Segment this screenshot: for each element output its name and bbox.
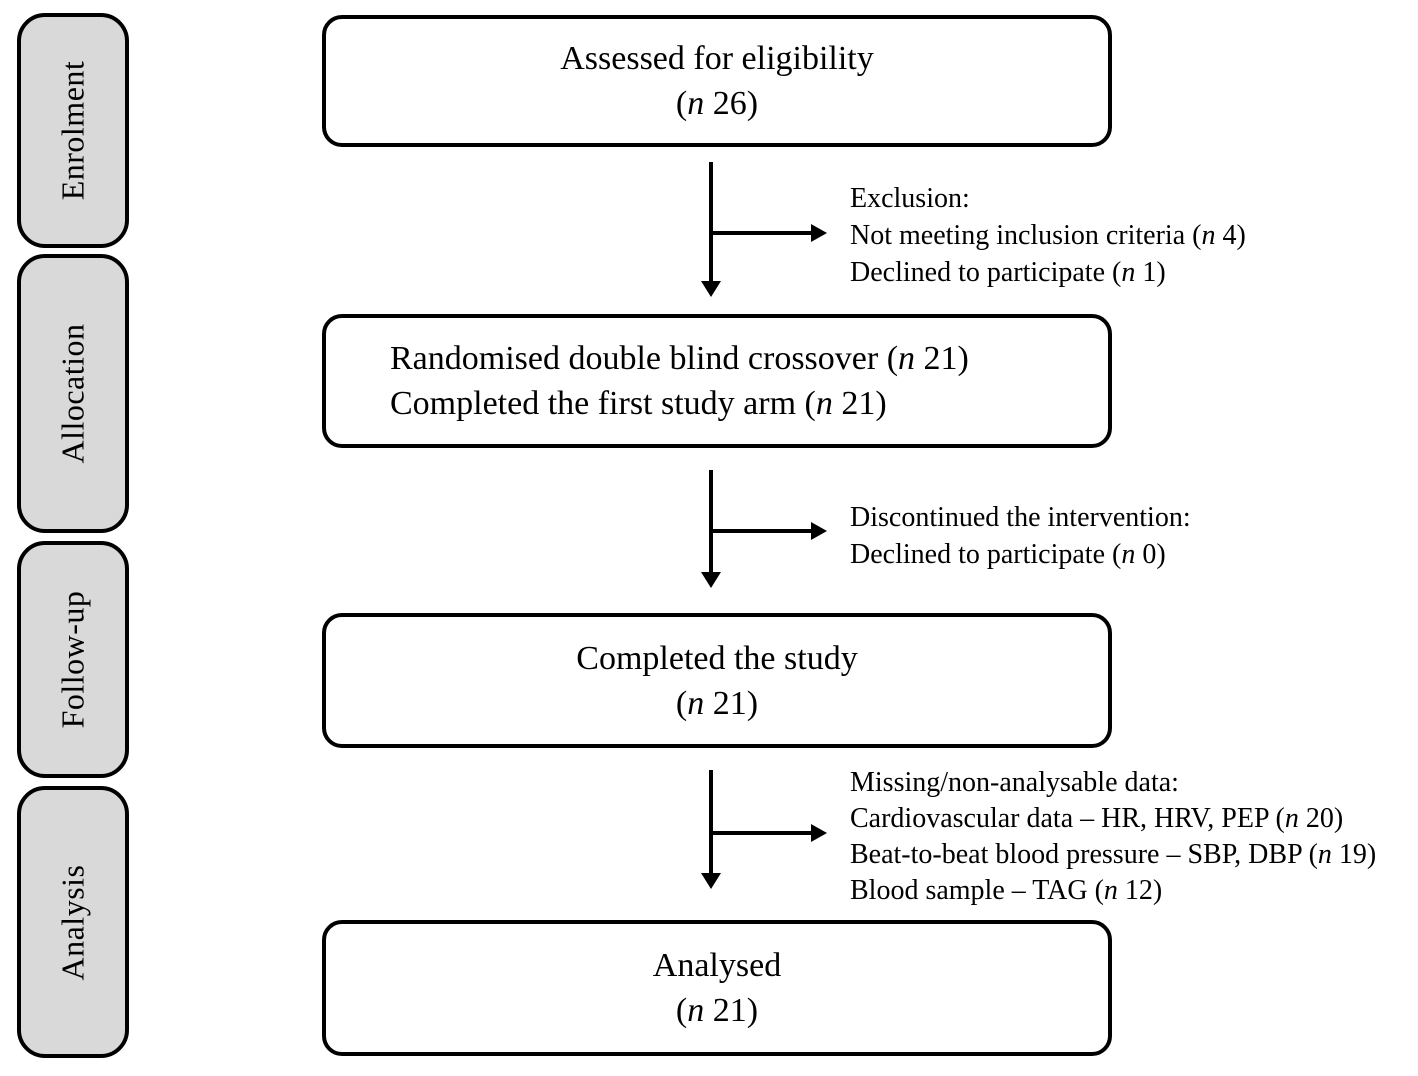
branch-arrow-line-3 [711,831,811,835]
flow-box-randomised-crossover: Randomised double blind crossover (n 21)… [322,314,1112,448]
box-line: Randomised double blind crossover (n 21) [390,340,969,377]
down-arrowhead-icon [701,281,721,297]
down-arrow-line-3 [709,770,713,874]
note-heading: Discontinued the intervention: [850,502,1191,533]
branch-arrow-line-2 [711,529,811,533]
note-line: Declined to participate (n 0) [850,539,1166,570]
note-exclusion: Exclusion: Not meeting inclusion criteri… [850,180,1246,291]
stage-box-allocation: Allocation [17,254,129,533]
note-line: Blood sample – TAG (n 12) [850,875,1163,906]
stage-label-followup: Follow-up [54,590,91,729]
stage-label-analysis: Analysis [54,864,91,980]
down-arrow-line-2 [709,470,713,573]
flow-box-analysed: Analysed (n 21) [322,920,1112,1056]
branch-arrow-line-1 [711,231,811,235]
box-count: (n 21) [675,992,759,1029]
right-arrowhead-icon [811,824,827,842]
right-arrowhead-icon [811,224,827,242]
note-discontinued-intervention: Discontinued the intervention: Declined … [850,499,1191,573]
stage-box-enrolment: Enrolment [17,13,129,248]
box-line: Analysed [652,947,782,984]
stage-label-allocation: Allocation [54,323,91,464]
right-arrowhead-icon [811,522,827,540]
stage-box-followup: Follow-up [17,541,129,778]
box-count: (n 26) [675,85,759,122]
box-line: Assessed for eligibility [560,40,874,77]
note-line: Declined to participate (n 1) [850,257,1166,288]
note-heading: Missing/non-analysable data: [850,767,1179,798]
down-arrowhead-icon [701,873,721,889]
stage-box-analysis: Analysis [17,786,129,1058]
note-line: Not meeting inclusion criteria (n 4) [850,220,1246,251]
stage-label-enrolment: Enrolment [54,60,91,201]
down-arrow-line-1 [709,162,713,282]
flow-box-completed-study: Completed the study (n 21) [322,613,1112,748]
box-line: Completed the first study arm (n 21) [390,385,887,422]
box-line: Completed the study [576,639,858,677]
note-missing-data: Missing/non-analysable data: Cardiovascu… [850,765,1376,909]
note-line: Cardiovascular data – HR, HRV, PEP (n 20… [850,803,1344,834]
down-arrowhead-icon [701,572,721,588]
note-line: Beat-to-beat blood pressure – SBP, DBP (… [850,839,1377,870]
note-heading: Exclusion: [850,183,970,214]
box-count: (n 21) [675,684,759,722]
flow-box-assessed-for-eligibility: Assessed for eligibility (n 26) [322,15,1112,147]
